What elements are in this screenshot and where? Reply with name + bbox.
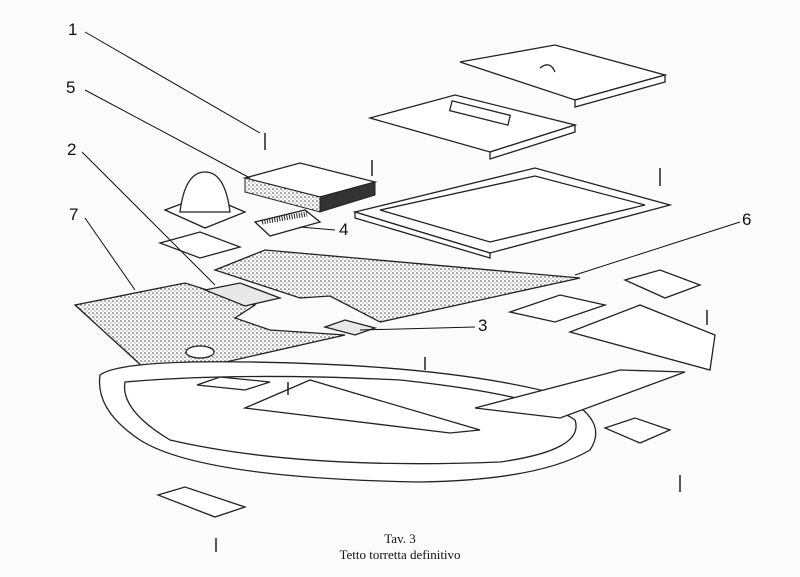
segment-plate-right [567,304,716,371]
label-1: 1 [68,20,78,39]
part-4-bracket [253,209,322,237]
part-7-plate [73,282,346,379]
caption-plate: Tav. 3 [384,531,416,546]
part-2-strip [202,282,283,307]
small-plate-bottom [155,486,248,518]
dome [163,171,247,229]
small-plate-right [623,269,702,299]
hatch-frame [352,167,673,259]
hatch-top-right [459,44,668,108]
label-2: 2 [67,140,77,159]
part-6-plate [213,249,581,323]
label-3: 3 [478,316,488,335]
hatch-middle [367,94,578,160]
segment-plate-middle [474,369,686,419]
strip-right [507,294,608,323]
part-5-cover [242,162,378,213]
label-5: 5 [66,78,76,97]
bolts [215,133,708,552]
label-4: 4 [339,220,349,239]
part-3-plate [322,319,378,336]
strip-lower [196,376,271,391]
small-plate-left [157,231,243,259]
label-7: 7 [69,205,79,224]
caption-title: Tetto torretta definitivo [339,547,461,562]
label-6: 6 [742,210,752,229]
small-plate-lower-right [603,417,672,444]
leader-lines [81,31,741,331]
ring [98,361,597,483]
